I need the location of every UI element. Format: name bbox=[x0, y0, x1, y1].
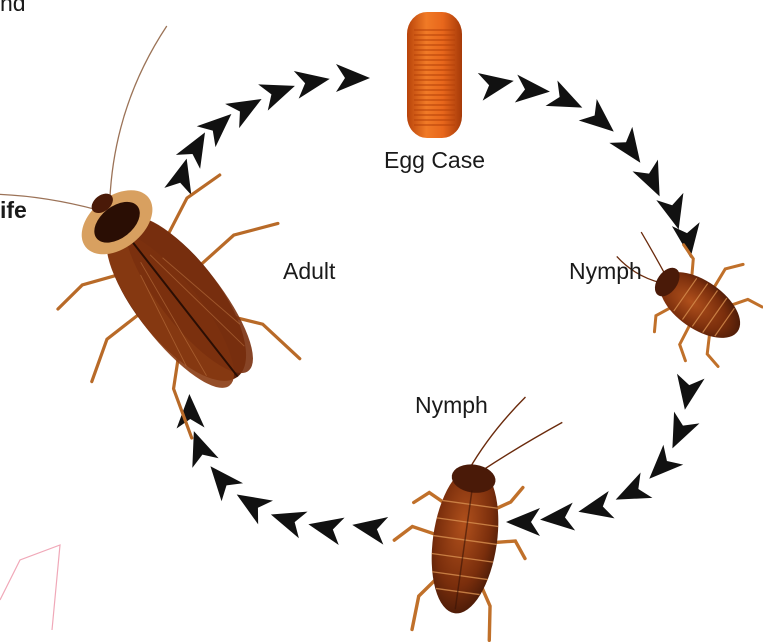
arrow-chevron-icon bbox=[294, 65, 332, 98]
arrow-chevron-icon bbox=[164, 155, 200, 195]
arrow-chevron-icon bbox=[267, 501, 308, 538]
arrow-chevron-icon bbox=[633, 160, 673, 203]
arrow-chevron-icon bbox=[656, 193, 692, 233]
arrow-chevron-icon bbox=[229, 483, 273, 525]
arrow-chevron-icon bbox=[336, 64, 370, 92]
nymph-bottom-label: Nymph bbox=[415, 394, 488, 417]
arrow-chevron-icon bbox=[515, 75, 551, 106]
arrow-chevron-icon bbox=[175, 394, 204, 429]
arrow-chevron-icon bbox=[579, 99, 623, 142]
nymph-icon bbox=[382, 382, 565, 642]
arrow-chevron-icon bbox=[176, 125, 217, 168]
arrow-chevron-icon bbox=[539, 503, 575, 534]
arrow-chevron-icon bbox=[350, 511, 388, 544]
nymph-right-label: Nymph bbox=[569, 260, 642, 283]
egg-case-label: Egg Case bbox=[384, 149, 485, 172]
clipped-text-top-left: nd bbox=[0, 0, 26, 15]
arrow-chevron-icon bbox=[478, 67, 516, 100]
arrow-chevron-icon bbox=[671, 374, 704, 412]
arrow-chevron-icon bbox=[546, 81, 589, 121]
arrow-chevron-icon bbox=[610, 473, 653, 513]
arrow-chevron-icon bbox=[305, 511, 344, 545]
decorative-lines bbox=[0, 545, 60, 630]
arrow-chevron-icon bbox=[181, 426, 219, 468]
arrow-chevron-icon bbox=[575, 491, 614, 525]
arrow-chevron-icon bbox=[660, 412, 700, 455]
egg-case-icon bbox=[407, 12, 462, 138]
clipped-text-left: ife bbox=[0, 199, 27, 222]
arrow-chevron-icon bbox=[506, 508, 540, 536]
arrow-chevron-icon bbox=[258, 73, 300, 111]
arrow-chevron-icon bbox=[609, 127, 651, 171]
arrow-chevron-icon bbox=[200, 457, 243, 501]
arrow-chevron-icon bbox=[225, 87, 268, 128]
arrow-chevron-icon bbox=[639, 445, 683, 489]
adult-label: Adult bbox=[283, 260, 335, 283]
arrow-chevron-icon bbox=[672, 222, 704, 260]
